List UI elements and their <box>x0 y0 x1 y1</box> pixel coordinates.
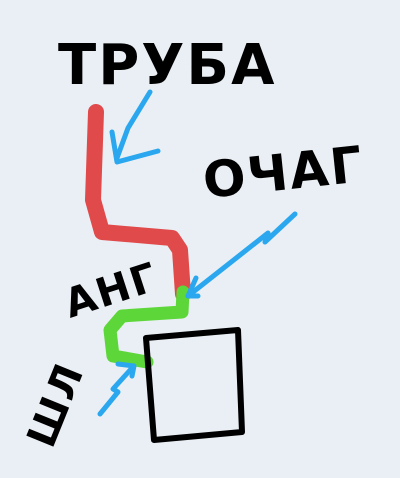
arrow-to-hearth <box>185 211 298 299</box>
label-ochag: ОЧАГ <box>200 135 367 210</box>
label-shl: ШЛ <box>19 356 94 454</box>
connector-green-line <box>103 285 190 369</box>
hearth-box <box>143 327 245 443</box>
arrow-to-pipe <box>109 89 161 165</box>
pipe-red-line <box>85 104 191 302</box>
arrow-to-connector <box>97 361 137 417</box>
label-truba: ТРУБА <box>58 33 276 98</box>
